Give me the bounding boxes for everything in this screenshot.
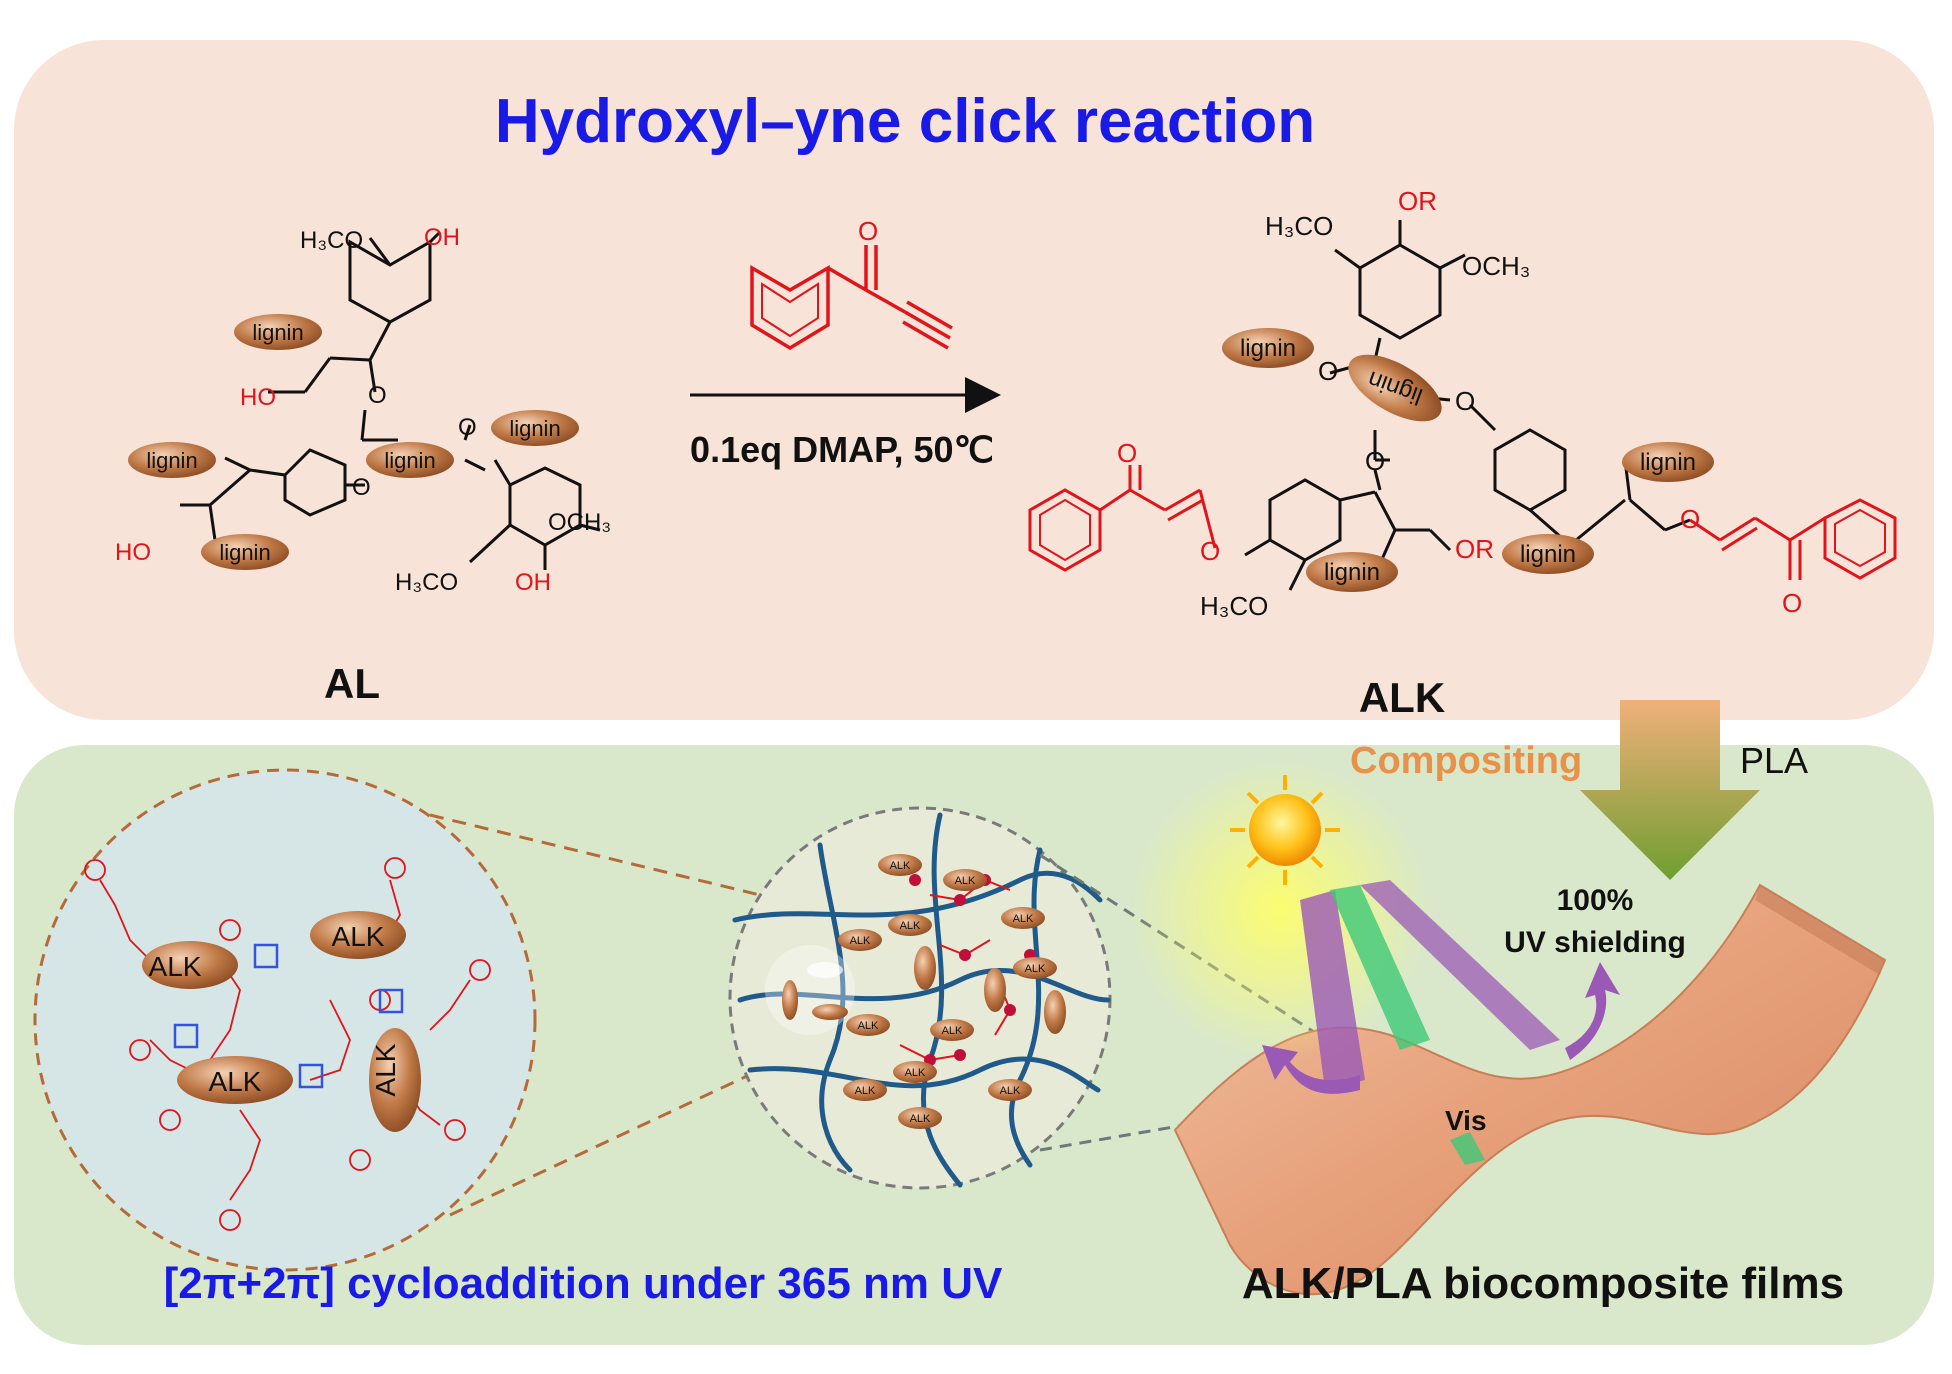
svg-text:ALK: ALK — [850, 935, 871, 947]
al-h3co-bottom: H₃CO — [395, 569, 458, 596]
al-oh-top: OH — [424, 224, 460, 251]
alk-or-bottom: OR — [1455, 534, 1494, 564]
compositing-label: Compositing — [1350, 740, 1582, 782]
alk-ellipses-middle: ALK ALK ALK ALK ALK ALK ALK ALK ALK ALK … — [838, 854, 1066, 1129]
vis-label: Vis — [1445, 1105, 1487, 1136]
left-zoom-circle — [33, 768, 537, 1272]
sun-glow — [1130, 760, 1430, 1060]
film-caption: ALK/PLA biocomposite films — [1242, 1259, 1844, 1308]
svg-text:ALK: ALK — [1000, 1085, 1021, 1097]
svg-text:lignin: lignin — [219, 540, 270, 565]
svg-text:ALK: ALK — [955, 875, 976, 887]
svg-text:lignin: lignin — [1240, 335, 1296, 362]
svg-text:ALK: ALK — [942, 1025, 963, 1037]
alk-o-3: O — [1365, 446, 1385, 476]
al-ho-bottom: HO — [115, 539, 151, 566]
alk-o-2: O — [1455, 386, 1475, 416]
alk-red-arms — [1028, 465, 1897, 580]
svg-text:ALK: ALK — [905, 1067, 926, 1079]
alk-or-top: OR — [1398, 186, 1437, 216]
alk-o-7: O — [1782, 588, 1802, 618]
svg-text:ALK: ALK — [858, 1020, 879, 1032]
svg-text:lignin: lignin — [146, 448, 197, 473]
svg-text:lignin: lignin — [1324, 559, 1380, 586]
vis-beam-middle — [1330, 885, 1430, 1050]
compositing-arrow — [1580, 700, 1760, 880]
reagent-structure — [750, 245, 953, 351]
alk-o-5: O — [1680, 504, 1700, 534]
svg-text:lignin: lignin — [252, 320, 303, 345]
alk-h3co-bottom: H₃CO — [1200, 591, 1268, 621]
alk-o-1: O — [1318, 356, 1338, 386]
al-o-right: O — [458, 414, 477, 441]
svg-text:lignin: lignin — [1520, 541, 1576, 568]
svg-text:ALK: ALK — [890, 860, 911, 872]
al-structure — [180, 230, 601, 570]
uv-shielding-percent: 100% — [1557, 884, 1634, 917]
svg-text:ALK: ALK — [910, 1113, 931, 1125]
al-label: AL — [324, 660, 380, 707]
svg-text:ALK: ALK — [900, 920, 921, 932]
svg-text:lignin: lignin — [509, 416, 560, 441]
uv-reflect-arrow-left — [1262, 1045, 1360, 1094]
al-och3: OCH₃ — [548, 509, 611, 536]
al-o-left: O — [352, 474, 371, 501]
sun-rays — [1230, 775, 1340, 885]
cycloaddition-caption: [2π+2π] cycloaddition under 365 nm UV — [164, 1259, 1003, 1308]
uv-shielding-text: UV shielding — [1504, 926, 1686, 959]
svg-text:ALK: ALK — [332, 921, 385, 952]
svg-text:lignin: lignin — [1640, 449, 1696, 476]
reagent-o: O — [858, 216, 878, 246]
alk-o-4: O — [1200, 536, 1220, 566]
alk-ellipses-left: ALK ALK ALK ALK — [142, 911, 421, 1132]
alk-o-6: O — [1117, 438, 1137, 468]
alk-h3co-top: H₃CO — [1265, 211, 1333, 241]
sun-icon — [1249, 794, 1321, 866]
al-ho-mid: HO — [240, 384, 276, 411]
alk-label: ALK — [1359, 674, 1445, 721]
svg-text:ALK: ALK — [1013, 913, 1034, 925]
cyclobutane-rings — [173, 943, 404, 1089]
al-o-mid: O — [368, 382, 387, 409]
al-lignin-ellipses: lignin lignin lignin lignin lignin — [128, 314, 579, 570]
uv-beam-left — [1300, 890, 1365, 1090]
uv-beam-right — [1360, 880, 1560, 1050]
alk-och3-top: OCH₃ — [1462, 251, 1530, 281]
vis-beam-through — [1450, 1132, 1485, 1165]
svg-text:lignin: lignin — [384, 448, 435, 473]
uv-highlight-cluster — [765, 945, 855, 1035]
al-oh-bottom: OH — [515, 569, 551, 596]
svg-text:ALK: ALK — [855, 1085, 876, 1097]
title: Hydroxyl–yne click reaction — [495, 87, 1315, 156]
reaction-conditions: 0.1eq DMAP, 50℃ — [690, 429, 994, 470]
svg-text:ALK: ALK — [370, 1043, 401, 1096]
svg-text:ALK: ALK — [149, 951, 202, 982]
al-h3co: H₃CO — [300, 227, 363, 254]
svg-text:ALK: ALK — [209, 1066, 262, 1097]
pla-label: PLA — [1740, 740, 1808, 781]
alk-lignin-ellipses: lignin lignin lignin lignin lignin — [1222, 328, 1714, 592]
svg-text:ALK: ALK — [1025, 963, 1046, 975]
uv-reflect-arrow-right — [1565, 962, 1620, 1060]
